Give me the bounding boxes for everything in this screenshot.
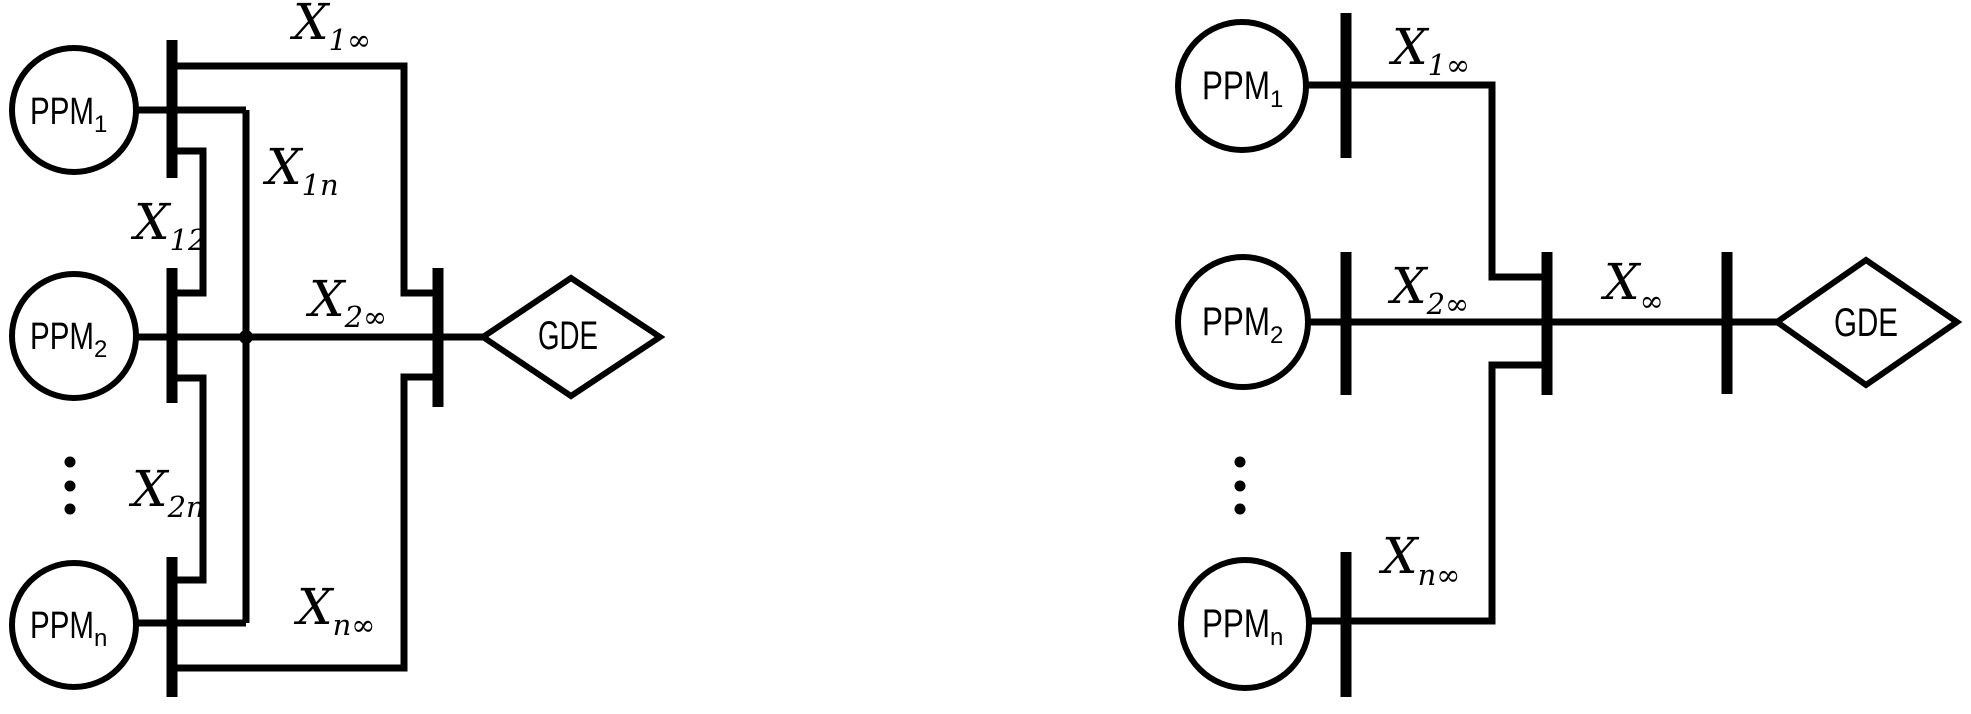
- label-x2inf: X2∞: [305, 270, 387, 334]
- diagram-left-meshed: PPM1 PPM2 PPMn X1∞ X1n X12 X2∞ X2n Xn∞ G…: [9, 0, 666, 697]
- label-xninf: Xn∞: [293, 578, 375, 642]
- ellipsis-left: [64, 456, 76, 515]
- ppm2-circle: [9, 271, 139, 401]
- ppm1-label: PPM1: [1202, 64, 1283, 113]
- ppm2-label: PPM2: [1202, 300, 1283, 349]
- gde-diamond: [477, 274, 666, 400]
- ellipsis-dot: [1234, 456, 1246, 468]
- ppm2-label: PPM2: [30, 316, 107, 363]
- line-xninf: [1309, 361, 1547, 625]
- ppm1-circle: [1175, 19, 1309, 153]
- ellipsis-dot: [1234, 480, 1246, 492]
- gde-label: GDE: [538, 314, 598, 358]
- line-x1inf: [172, 62, 438, 297]
- ppmn-circle: [9, 560, 139, 690]
- ppm1-label: PPM1: [30, 91, 107, 138]
- junction-dot: [239, 330, 253, 344]
- line-x1inf: [1306, 81, 1547, 281]
- ellipsis-dot: [64, 480, 76, 492]
- label-x1inf: X1∞: [289, 0, 371, 57]
- line-x2n: [172, 374, 207, 584]
- label-xninf: Xn∞: [1378, 527, 1460, 592]
- ellipsis-right: [1234, 456, 1246, 515]
- gde-diamond: [1771, 256, 1963, 389]
- ppmn-label: PPMn: [30, 605, 107, 652]
- label-x1n: X1n: [262, 138, 339, 202]
- ppm1-circle: [9, 45, 139, 175]
- label-x1inf: X1∞: [1388, 18, 1470, 82]
- line-xninf: [172, 373, 438, 672]
- label-xinf: X∞: [1600, 253, 1664, 318]
- gde-label: GDE: [1834, 301, 1898, 345]
- label-x2n: X2n: [128, 460, 205, 524]
- ellipsis-dot: [64, 503, 76, 515]
- ellipsis-dot: [1234, 503, 1246, 515]
- label-x12: X12: [130, 193, 207, 257]
- ppmn-circle: [1178, 557, 1312, 691]
- ppmn-label: PPMn: [1202, 602, 1283, 651]
- ppm2-circle: [1175, 254, 1311, 390]
- ellipsis-dot: [64, 456, 76, 468]
- label-x2inf: X2∞: [1387, 257, 1469, 321]
- diagram-right-radial: PPM1 PPM2 PPMn X1∞ X2∞ X∞ Xn∞ GDE: [1175, 13, 1963, 697]
- line-x12: [172, 147, 207, 297]
